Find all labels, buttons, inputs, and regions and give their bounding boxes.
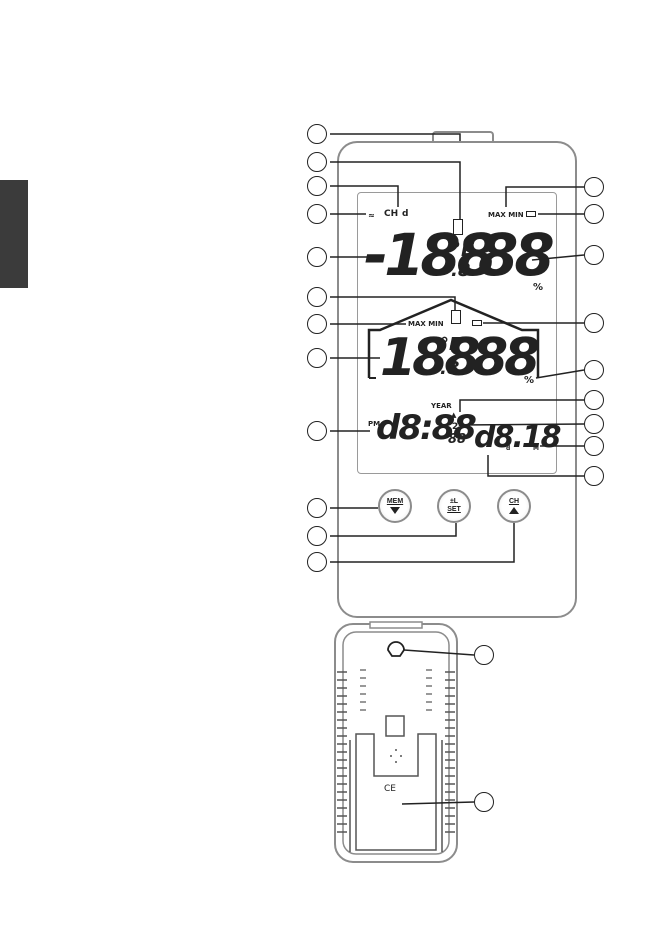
callout-circle: [584, 204, 604, 224]
callout-circle: [307, 124, 327, 144]
callout-circle: [474, 792, 494, 812]
callout-circle: [307, 552, 327, 572]
callout-circle: [584, 390, 604, 410]
callout-circle: [584, 313, 604, 333]
callout-circle: [474, 645, 494, 665]
callout-circle: [307, 176, 327, 196]
callout-circle: [584, 360, 604, 380]
callout-circle: [307, 348, 327, 368]
callout-circle: [307, 152, 327, 172]
callout-circle: [307, 421, 327, 441]
callout-circle: [584, 414, 604, 434]
callout-circle: [307, 314, 327, 334]
callout-circle: [584, 245, 604, 265]
callout-circle: [307, 247, 327, 267]
callout-circle: [584, 436, 604, 456]
callout-circle: [584, 466, 604, 486]
callout-circle: [307, 526, 327, 546]
callout-circle: [307, 204, 327, 224]
callout-circle: [307, 498, 327, 518]
callout-circle: [307, 287, 327, 307]
ce-mark: CE: [384, 784, 396, 794]
callout-circle: [584, 177, 604, 197]
